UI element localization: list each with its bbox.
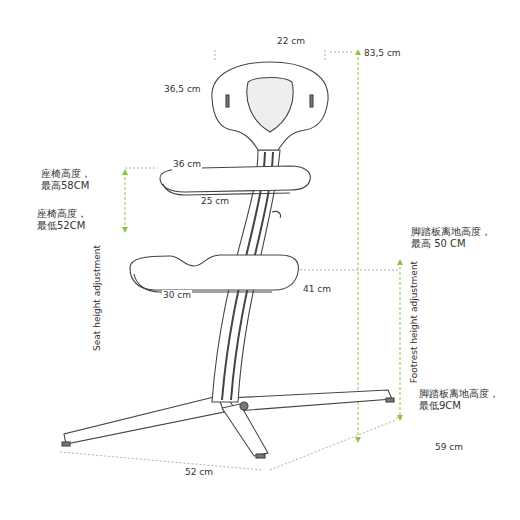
base-leg <box>222 404 268 456</box>
dimension-lines <box>125 52 400 440</box>
dimension-label: 36,5 cm <box>163 84 202 95</box>
dimension-label: 59 cm <box>434 442 464 453</box>
height-note: 脚踏板离地高度， 最高 50 CM <box>410 226 500 250</box>
footrest-edge <box>134 274 272 292</box>
strap-slot <box>226 95 229 107</box>
dimension-label: 52 cm <box>184 467 214 478</box>
chair <box>62 62 394 458</box>
backrest <box>212 62 328 150</box>
foot <box>62 442 70 446</box>
height-note: 座椅高度， 最低52CM <box>36 208 96 232</box>
adjustment-label: Footrest height adjustment <box>409 260 420 384</box>
foot <box>256 454 265 458</box>
height-note: 座椅高度， 最高58CM <box>40 168 100 192</box>
dimension-label: 30 cm <box>162 290 192 301</box>
dimension-label: 36 cm <box>172 159 202 170</box>
strap-slot <box>310 95 313 107</box>
seat <box>160 166 310 192</box>
base-leg <box>64 396 224 444</box>
extension-lines <box>60 48 404 470</box>
seat-clip <box>272 211 281 218</box>
footrest <box>130 255 298 290</box>
dimension-label: 22 cm <box>276 36 306 47</box>
dimension-label: 41 cm <box>302 284 332 295</box>
height-note: 脚踏板离地高度， 最低9CM <box>418 388 508 412</box>
adjustment-label: Seat height adjustment <box>92 244 103 352</box>
foot <box>386 398 394 402</box>
dimension-label: 25 cm <box>200 196 230 207</box>
dimension-label: 83,5 cm <box>363 48 402 59</box>
seat-edge <box>163 184 290 195</box>
base-leg <box>228 390 392 411</box>
adjust-knob <box>240 402 248 410</box>
backrest-panel <box>247 78 293 133</box>
